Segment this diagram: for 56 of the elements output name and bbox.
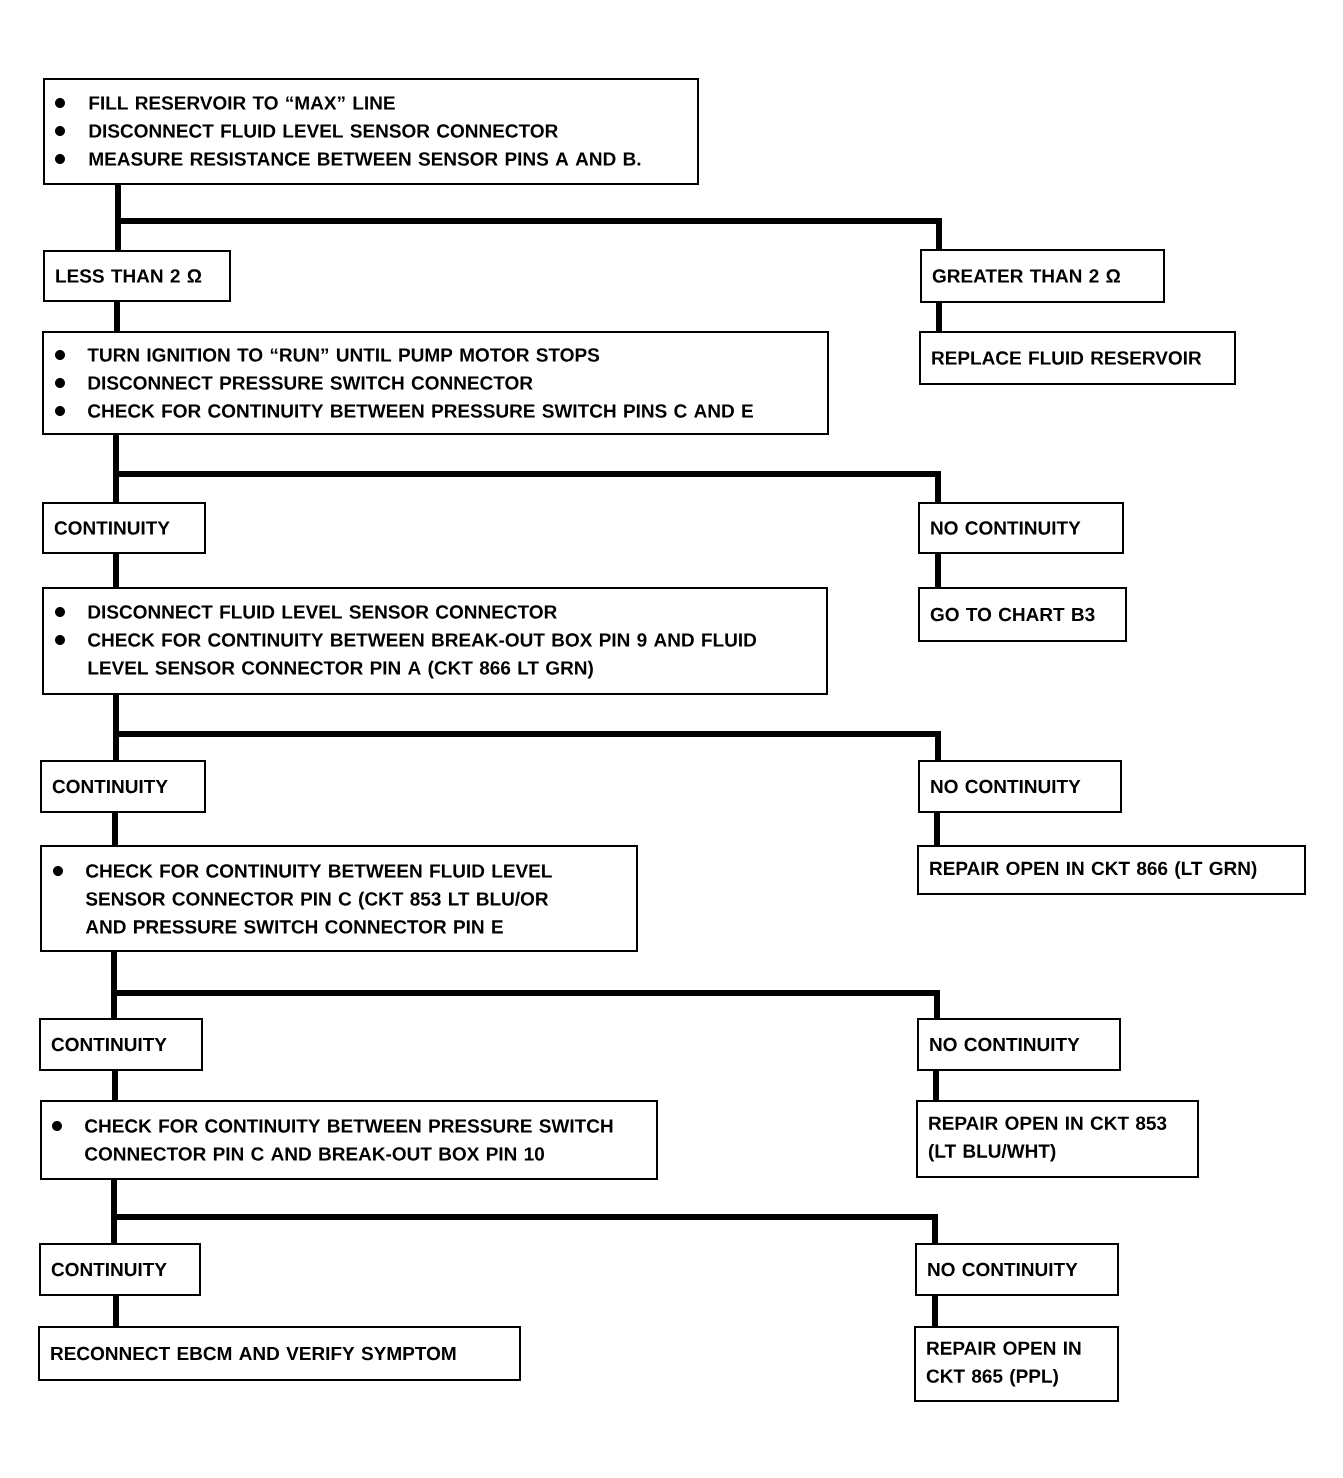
result-box: CONTINUITY (40, 760, 206, 813)
step-box: RECONNECT EBCM AND VERIFY SYMPTOM (38, 1326, 521, 1381)
instruction-text: CHECK FOR CONTINUITY BETWEEN BREAK-OUT BOX PIN 9 AND FLUID LEVEL SENSOR CONNECTOR PIN A (CKT 866 LT GRN) (88, 633, 757, 679)
step-box: REPAIR OPEN IN CKT 865 (PPL) (914, 1326, 1119, 1402)
connector-line (113, 474, 119, 502)
connector-line (116, 471, 941, 502)
instruction-text: FILL RESERVOIR TO “MAX” LINE (89, 96, 395, 110)
instruction-text: CHECK FOR CONTINUITY BETWEEN FLUID LEVEL SENSOR CONNECTOR PIN C (CKT 853 LT BLU/OR AND PRESSURE SWITCH CONNECTOR PIN E (85, 864, 552, 934)
connector-line (118, 218, 942, 249)
instruction-text: DISCONNECT FLUID LEVEL SENSOR CONNECTOR (88, 605, 557, 619)
connector-line (112, 813, 118, 845)
instruction-text: DISCONNECT PRESSURE SWITCH CONNECTOR (88, 376, 533, 390)
step-box: REPAIR OPEN IN CKT 866 (LT GRN) (917, 845, 1306, 895)
connector-line (114, 302, 120, 331)
connector-line (114, 990, 940, 1018)
connector-line (111, 1180, 117, 1217)
connector-line (935, 554, 941, 587)
step-box (43, 78, 699, 185)
connector-line (113, 695, 119, 734)
connector-line (116, 731, 941, 760)
connector-line (114, 1214, 938, 1243)
result-box: NO CONTINUITY (917, 1018, 1121, 1071)
connector-line (113, 554, 119, 587)
connector-line (115, 221, 121, 250)
connector-line (111, 1217, 117, 1243)
result-box: CONTINUITY (39, 1018, 203, 1071)
step-box (42, 587, 828, 695)
connector-line (111, 952, 117, 993)
result-box: GREATER THAN 2 Ω (920, 249, 1165, 303)
instruction-text: CHECK FOR CONTINUITY BETWEEN PRESSURE SWITCH CONNECTOR PIN C AND BREAK-OUT BOX PIN 10 (85, 1119, 613, 1161)
result-box: NO CONTINUITY (915, 1243, 1119, 1296)
step-box: REPAIR OPEN IN CKT 853 (LT BLU/WHT) (916, 1100, 1199, 1178)
result-box: LESS THAN 2 Ω (43, 250, 231, 302)
connector-line (113, 1296, 119, 1326)
step-box: GO TO CHART B3 (918, 587, 1127, 642)
step-box: REPLACE FLUID RESERVOIR (919, 331, 1236, 385)
step-box (40, 845, 638, 952)
connector-line (113, 435, 119, 474)
result-box: CONTINUITY (42, 502, 206, 554)
connector-line (113, 734, 119, 760)
instruction-text: MEASURE RESISTANCE BETWEEN SENSOR PINS A AND B. (89, 152, 641, 166)
result-box: CONTINUITY (39, 1243, 201, 1296)
connector-line (932, 1296, 938, 1326)
connector-line (933, 1071, 939, 1100)
connector-line (112, 1071, 118, 1100)
connector-line (115, 185, 121, 221)
step-box (40, 1100, 658, 1180)
instruction-text: TURN IGNITION TO “RUN” UNTIL PUMP MOTOR STOPS (87, 348, 600, 362)
result-box: NO CONTINUITY (918, 760, 1122, 813)
connector-line (936, 303, 942, 331)
result-box: NO CONTINUITY (918, 502, 1124, 554)
instruction-text: CHECK FOR CONTINUITY BETWEEN PRESSURE SWITCH PINS C AND E (88, 404, 753, 418)
instruction-text: DISCONNECT FLUID LEVEL SENSOR CONNECTOR (89, 124, 558, 138)
step-box (42, 331, 829, 435)
connector-line (111, 993, 117, 1018)
connector-line (934, 813, 940, 845)
